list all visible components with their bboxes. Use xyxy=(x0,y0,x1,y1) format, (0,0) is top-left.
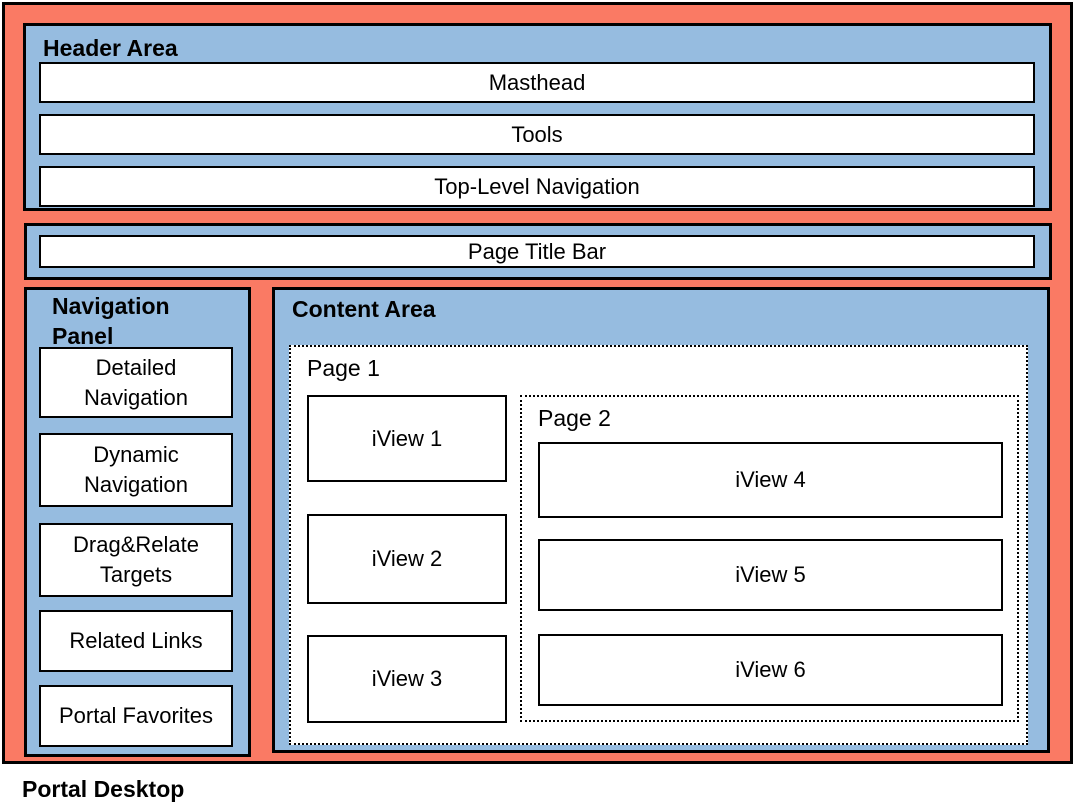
portal-desktop-caption: Portal Desktop xyxy=(22,776,185,802)
iview2-label: iView 2 xyxy=(371,546,443,572)
masthead-box: Masthead xyxy=(39,62,1035,103)
content-area-label: Content Area xyxy=(292,296,436,322)
iview4-label: iView 4 xyxy=(735,467,806,493)
portal-favorites-label: Portal Favorites xyxy=(58,703,214,729)
iview1-label: iView 1 xyxy=(371,425,443,451)
iview3-box: iView 3 xyxy=(307,635,507,723)
page-title-bar-box: Page Title Bar xyxy=(39,235,1035,268)
iview1-box: iView 1 xyxy=(307,395,507,482)
iview6-label: iView 6 xyxy=(735,657,806,683)
header-area-label: Header Area xyxy=(43,35,178,61)
page-title-bar-panel: Page Title Bar xyxy=(24,223,1052,280)
dynamic-navigation-box: Dynamic Navigation xyxy=(39,433,233,507)
page2-label: Page 2 xyxy=(538,405,611,431)
navigation-panel-label: Navigation Panel xyxy=(52,293,170,349)
page-title-bar-label: Page Title Bar xyxy=(467,238,607,264)
detailed-navigation-box: Detailed Navigation xyxy=(39,347,233,418)
top-level-navigation-box: Top-Level Navigation xyxy=(39,166,1035,207)
iview2-box: iView 2 xyxy=(307,514,507,604)
iview4-box: iView 4 xyxy=(538,442,1003,518)
dynamic-navigation-label: Dynamic Navigation xyxy=(84,442,188,497)
page1-container: Page 1 iView 1 iView 2 iView 3 Page 2 iV… xyxy=(289,345,1028,745)
related-links-box: Related Links xyxy=(39,610,233,672)
drag-relate-targets-label: Drag&Relate Targets xyxy=(73,532,199,587)
navigation-panel: Navigation Panel Detailed Navigation Dyn… xyxy=(24,287,251,757)
drag-relate-targets-box: Drag&Relate Targets xyxy=(39,523,233,597)
masthead-label: Masthead xyxy=(488,69,586,95)
tools-label: Tools xyxy=(511,121,563,147)
detailed-navigation-label: Detailed Navigation xyxy=(84,354,188,410)
iview3-label: iView 3 xyxy=(371,666,443,692)
related-links-label: Related Links xyxy=(69,628,203,654)
content-area-panel: Content Area Page 1 iView 1 iView 2 iVie… xyxy=(272,287,1050,753)
iview5-box: iView 5 xyxy=(538,539,1003,611)
top-level-navigation-label: Top-Level Navigation xyxy=(434,173,640,199)
iview6-box: iView 6 xyxy=(538,634,1003,706)
iview5-label: iView 5 xyxy=(735,562,806,588)
header-area-panel: Header Area Masthead Tools Top-Level Nav… xyxy=(23,23,1052,211)
portal-favorites-box: Portal Favorites xyxy=(39,685,233,747)
page2-container: Page 2 iView 4 iView 5 iView 6 xyxy=(520,395,1019,722)
tools-box: Tools xyxy=(39,114,1035,155)
portal-desktop-frame: Header Area Masthead Tools Top-Level Nav… xyxy=(2,2,1073,764)
page1-label: Page 1 xyxy=(307,355,380,381)
